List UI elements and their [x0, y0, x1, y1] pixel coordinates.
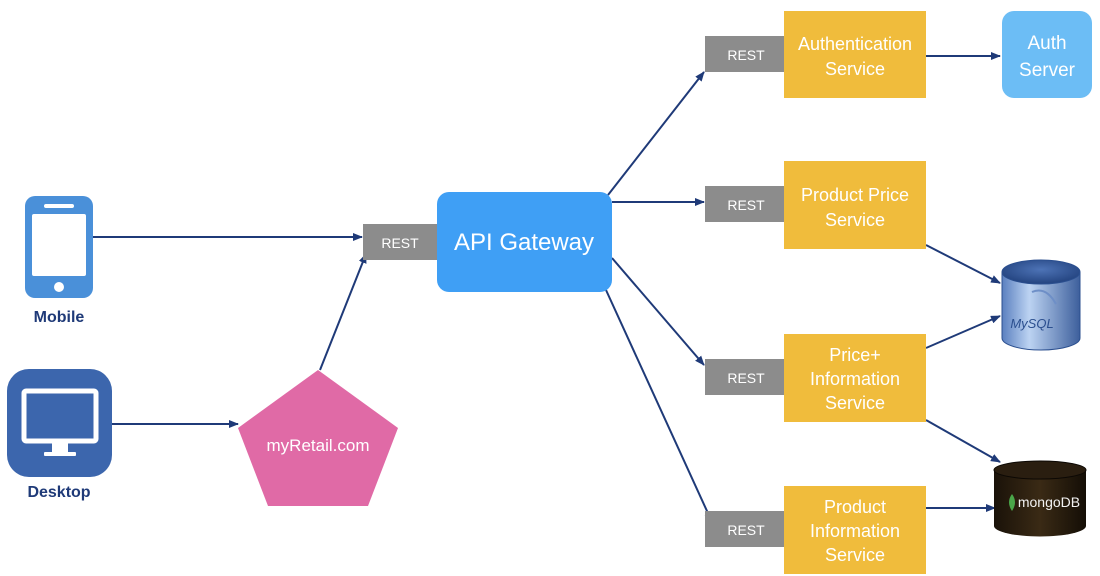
- api-gateway-label: API Gateway: [454, 229, 594, 256]
- connections: [93, 52, 1001, 523]
- svg-text:Product Price: Product Price: [801, 185, 909, 205]
- mongodb-database: mongoDB: [993, 460, 1087, 537]
- myretail-label: myRetail.com: [267, 436, 370, 455]
- svg-text:REST: REST: [727, 197, 765, 213]
- product-information-service: Product Information Service: [784, 486, 926, 574]
- svg-text:Product: Product: [824, 497, 886, 517]
- arrow-gateway-to-prodinfo-rest: [605, 289, 713, 523]
- desktop-client: Desktop: [7, 369, 112, 501]
- svg-text:Server: Server: [1019, 60, 1076, 81]
- svg-text:Information: Information: [810, 521, 900, 541]
- api-gateway-node: API Gateway: [437, 192, 612, 292]
- mongo-leaf-icon: [1009, 494, 1015, 511]
- svg-text:REST: REST: [381, 235, 419, 251]
- myretail-node: myRetail.com: [238, 370, 398, 506]
- arrow-priceinfo-to-mysql: [925, 315, 1001, 349]
- arrow-gateway-to-priceinfo-rest: [611, 257, 705, 366]
- svg-text:Auth: Auth: [1027, 33, 1066, 54]
- arrow-gateway-to-auth-rest: [607, 71, 705, 196]
- rest-badge-gateway: REST: [363, 224, 437, 260]
- api-gateway-box: [437, 192, 612, 292]
- rest-badge-price: REST: [705, 186, 787, 222]
- svg-text:Service: Service: [825, 59, 885, 79]
- myretail-pentagon: [238, 370, 398, 506]
- svg-text:Authentication: Authentication: [798, 34, 912, 54]
- arrow-myretail-to-rest: [319, 253, 367, 371]
- product-price-service: Product Price Service: [784, 161, 926, 249]
- svg-text:REST: REST: [727, 522, 765, 538]
- rest-badge-prodinfo: REST: [705, 511, 787, 547]
- mysql-icon: MySQL: [1010, 316, 1053, 331]
- svg-text:Service: Service: [825, 210, 885, 230]
- svg-text:Information: Information: [810, 369, 900, 389]
- mongo-label: mongoDB: [1018, 494, 1080, 510]
- svg-text:REST: REST: [727, 370, 765, 386]
- svg-text:REST: REST: [727, 47, 765, 63]
- rest-badge-auth: REST: [705, 36, 787, 72]
- mobile-label: Mobile: [34, 309, 85, 326]
- rest-badge-priceinfo: REST: [705, 359, 787, 395]
- mobile-client: Mobile: [25, 196, 93, 326]
- price-information-service: Price+ Information Service: [784, 334, 926, 422]
- arrow-price-to-mysql: [925, 244, 1001, 284]
- auth-server-node: Auth Server: [1002, 11, 1092, 98]
- authentication-service: Authentication Service: [784, 11, 926, 98]
- desktop-icon: [7, 369, 112, 477]
- mysql-database: MySQL: [1001, 259, 1081, 351]
- svg-text:Service: Service: [825, 545, 885, 565]
- arrow-priceinfo-to-mongo: [925, 419, 1001, 463]
- svg-text:Service: Service: [825, 393, 885, 413]
- desktop-label: Desktop: [27, 484, 90, 501]
- svg-text:Price+: Price+: [829, 345, 881, 365]
